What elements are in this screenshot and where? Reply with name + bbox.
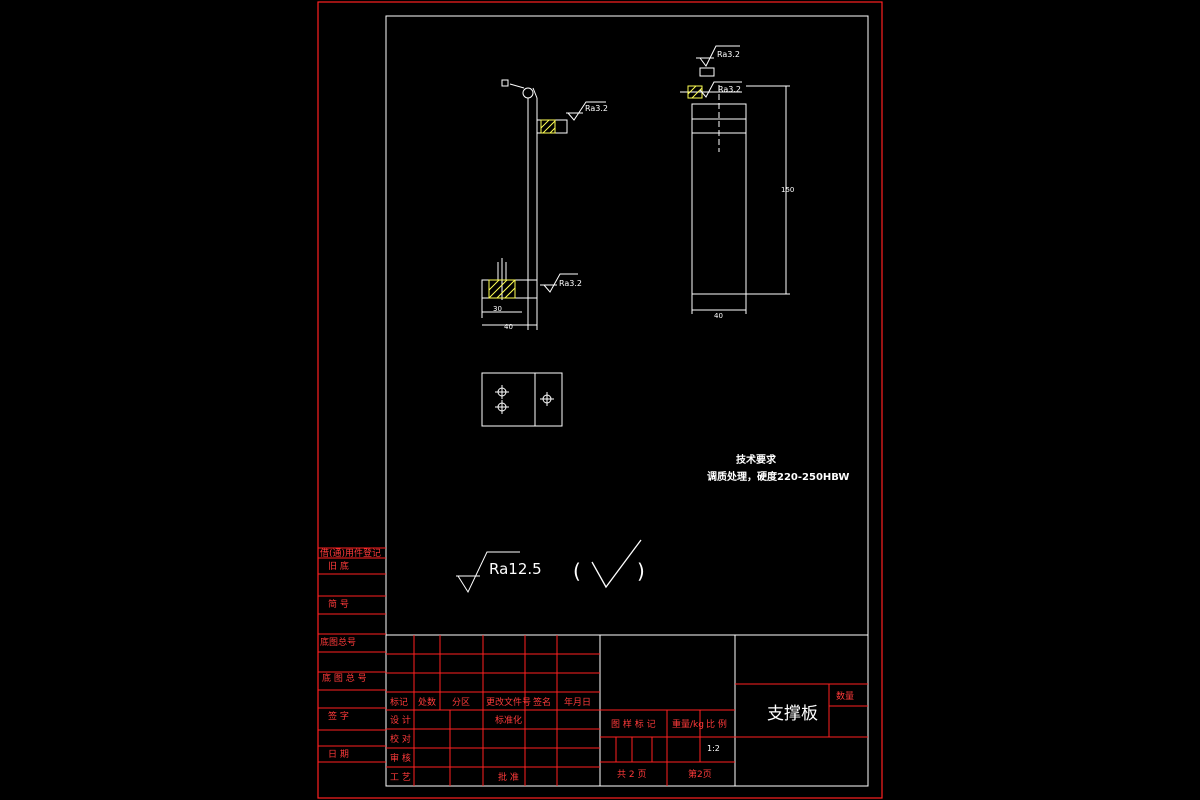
drawing-title: 支撑板 — [767, 704, 818, 724]
general-roughness-symbol — [456, 551, 520, 594]
title-block-grid — [386, 634, 868, 786]
hdr-gengai: 更改文件号 — [486, 696, 531, 708]
roughness-1-label: Ra3.2 — [585, 104, 608, 113]
hdr-nianyueri: 年月日 — [564, 696, 591, 708]
roughness-4-label: Ra3.2 — [718, 85, 741, 94]
roughness-3-label: Ra3.2 — [717, 50, 740, 59]
check-roughness-symbol — [591, 539, 642, 589]
hdr-chushu: 处数 — [418, 696, 436, 708]
label-shuliang: 数量 — [836, 690, 854, 702]
side-block-r1: 底图总号 — [320, 636, 356, 648]
tech-req-heading: 技术要求 — [736, 453, 777, 466]
tech-req-line1: 调质处理，硬度220-250HBW — [707, 470, 849, 483]
side-block-r7: 日 期 — [328, 749, 349, 760]
side-block-r2: 旧 底 — [328, 560, 349, 572]
side-block-r6: 签 字 — [328, 710, 349, 722]
label-pizhun: 批 准 — [498, 771, 519, 783]
front-view — [481, 79, 568, 330]
outer-border — [317, 1, 883, 799]
inner-frame — [385, 15, 869, 787]
roughness-symbol-4 — [699, 81, 742, 98]
hdr-qianming: 签名 — [533, 696, 551, 708]
roughness-symbol-1 — [566, 101, 606, 121]
roughness-2-label: Ra3.2 — [559, 279, 582, 288]
top-view — [481, 372, 563, 427]
general-roughness-paren-open: ( — [573, 559, 581, 583]
dim-front-40: 40 — [504, 323, 513, 331]
label-di: 第2页 — [688, 768, 712, 780]
roughness-symbol-3 — [696, 45, 740, 67]
dim-side-40: 40 — [714, 312, 723, 320]
side-block-r3: 简 号 — [328, 598, 349, 610]
label-bili: 比 例 — [706, 718, 727, 730]
hdr-fenqu: 分区 — [452, 697, 470, 708]
label-shenhe: 审 核 — [390, 752, 411, 764]
label-sheji: 设 计 — [390, 714, 411, 726]
scale-value: 1:2 — [707, 744, 720, 753]
label-gong: 共 2 页 — [617, 769, 646, 780]
label-gongyi: 工 艺 — [390, 772, 411, 783]
label-biaozhunhua: 标准化 — [495, 714, 522, 726]
roughness-symbol-2 — [540, 273, 578, 293]
label-jiaodui: 校 对 — [390, 733, 411, 745]
front-view-hatch — [488, 119, 556, 299]
dim-front-30: 30 — [493, 305, 502, 313]
label-zhongliang: 重量/kg — [672, 718, 704, 730]
side-block — [318, 547, 386, 763]
side-view — [680, 67, 790, 314]
general-roughness-paren-close: ) — [637, 559, 645, 583]
side-block-r4: 借(通)用件登记 — [320, 547, 381, 559]
dim-side-150: 150 — [781, 186, 794, 194]
general-roughness-label: Ra12.5 — [489, 560, 542, 578]
label-tuyang: 图 样 标 记 — [611, 718, 656, 730]
side-block-r5: 底 图 总 号 — [322, 672, 367, 684]
hdr-biaoji: 标记 — [390, 696, 408, 708]
